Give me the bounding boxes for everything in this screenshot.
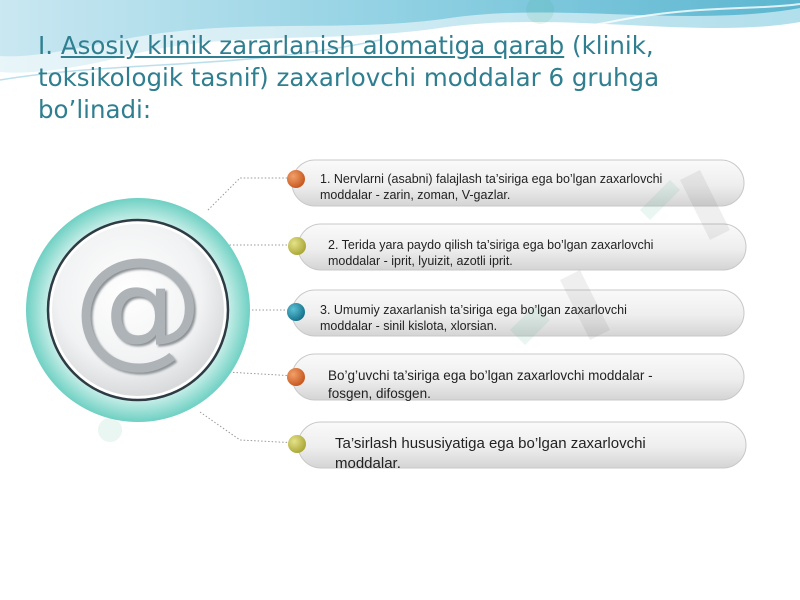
list-item: 1. Nervlarni (asabni) falajlash ta’sirig… bbox=[320, 171, 730, 203]
item-5-line2: moddalar. bbox=[335, 455, 401, 472]
list-item: Bo’g’uvchi ta’siriga ega bo’lgan zaxarlo… bbox=[328, 367, 733, 403]
title-underlined: Asosiy klinik zararlanish alomatiga qara… bbox=[60, 31, 565, 60]
item-3-line2: moddalar - sinil kislota, xlorsian. bbox=[320, 319, 498, 333]
item-4-line2: fosgen, difosgen. bbox=[328, 386, 431, 401]
slide-title: I. Asosiy klinik zararlanish alomatiga q… bbox=[38, 30, 778, 126]
title-line1-rest: (klinik, bbox=[572, 31, 654, 60]
list-item: Ta’sirlash hususiyatiga ega bo’lgan zaxa… bbox=[335, 434, 735, 474]
item-1-line1: 1. Nervlarni (asabni) falajlash ta’sirig… bbox=[320, 172, 663, 186]
item-3-line1: 3. Umumiy zaxarlanish ta’siriga ega bo’l… bbox=[320, 303, 627, 317]
list-item: 3. Umumiy zaxarlanish ta’siriga ega bo’l… bbox=[320, 302, 730, 334]
item-2-line1: 2. Terida yara paydo qilish ta’siriga eg… bbox=[328, 238, 654, 252]
item-1-line2: moddalar - zarin, zoman, V-gazlar. bbox=[320, 188, 511, 202]
title-line3: bo’linadi: bbox=[38, 95, 152, 124]
item-5-line1: Ta’sirlash hususiyatiga ega bo’lgan zaxa… bbox=[335, 435, 646, 452]
item-4-line1: Bo’g’uvchi ta’siriga ega bo’lgan zaxarlo… bbox=[328, 368, 653, 383]
item-2-line2: moddalar - iprit, lyuizit, azotli iprit. bbox=[328, 254, 513, 268]
at-sign-icon: @ bbox=[73, 229, 203, 381]
list-item: 2. Terida yara paydo qilish ta’siriga eg… bbox=[328, 237, 733, 269]
title-line2: toksikologik tasnif) zaxarlovchi moddala… bbox=[38, 63, 660, 92]
title-prefix: I. bbox=[38, 31, 54, 60]
